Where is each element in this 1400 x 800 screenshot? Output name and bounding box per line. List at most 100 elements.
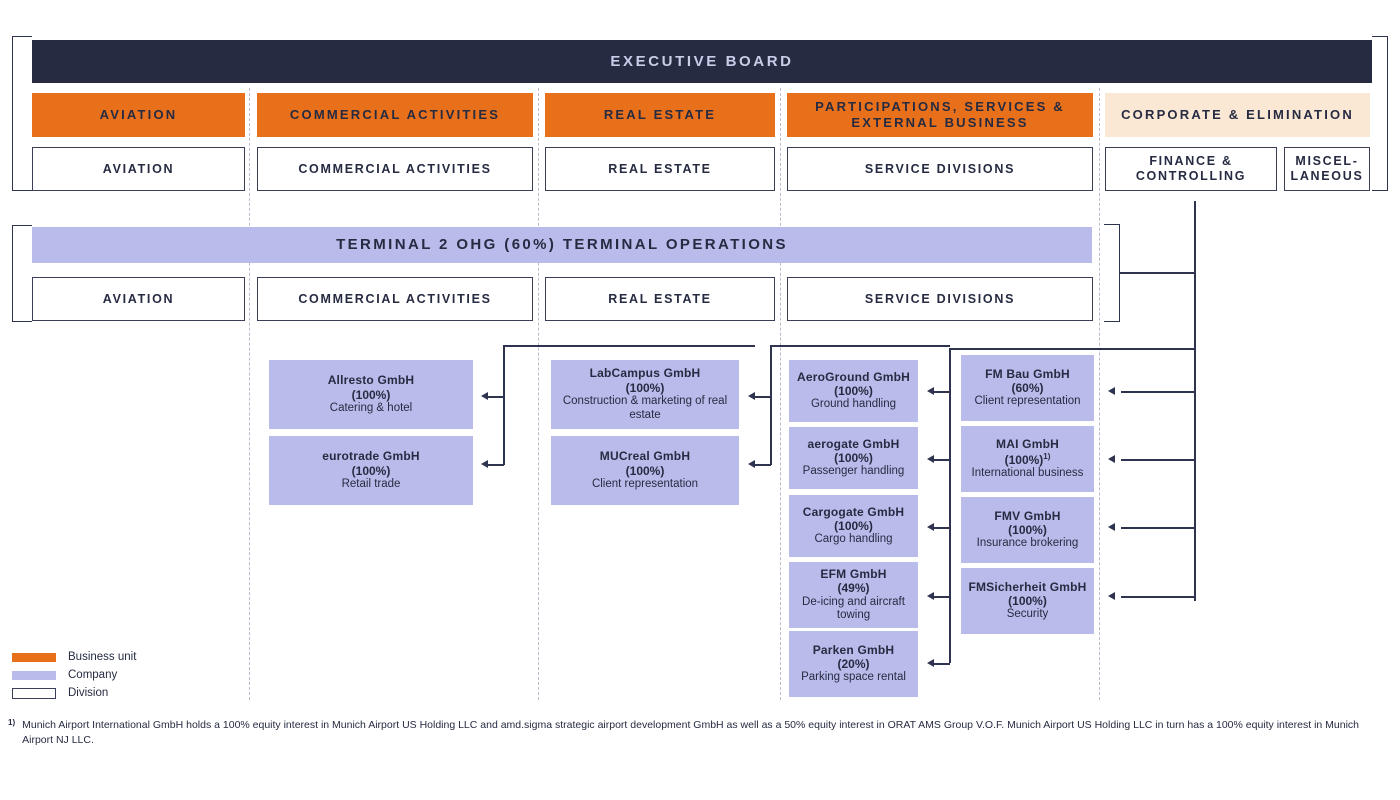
company-percent: (100%) [351, 463, 391, 478]
realestate-branch-stem [770, 345, 772, 465]
terminal2-ohg-bar: TERMINAL 2 OHG (60%) TERMINAL OPERATIONS [32, 227, 1092, 263]
arrow-line-allresto [488, 396, 504, 398]
realestate-branch-top [770, 345, 950, 347]
arrow-head-eurotrade [481, 459, 488, 468]
arrow-line-cargogate [934, 527, 950, 529]
company-fm-bau[interactable]: FM Bau GmbH (60%) Client representation [961, 355, 1094, 421]
company-name: LabCampus GmbH [589, 366, 701, 381]
division-finance-controlling[interactable]: FINANCE & CONTROLLING [1105, 147, 1277, 191]
company-efm[interactable]: EFM GmbH (49%) De-icing and aircraft tow… [789, 562, 918, 628]
company-percent: (100%) [625, 463, 665, 478]
division-label: AVIATION [102, 291, 175, 306]
company-mai[interactable]: MAI GmbH (100%)1) International business [961, 426, 1094, 492]
t2-division-commercial-activities[interactable]: COMMERCIAL ACTIVITIES [257, 277, 533, 321]
company-percent: (100%)1) [1005, 452, 1051, 467]
division-commercial-activities[interactable]: COMMERCIAL ACTIVITIES [257, 147, 533, 191]
arrow-head-efm [927, 591, 934, 600]
main-trunk-line [1194, 201, 1196, 601]
business-unit-label: AVIATION [99, 107, 178, 123]
division-label: SERVICE DIVISIONS [864, 291, 1016, 306]
division-service-divisions[interactable]: SERVICE DIVISIONS [787, 147, 1093, 191]
company-allresto[interactable]: Allresto GmbH (100%) Catering & hotel [269, 360, 473, 429]
company-name: EFM GmbH [820, 566, 887, 581]
business-unit-aviation[interactable]: AVIATION [32, 93, 245, 137]
company-cargogate[interactable]: Cargogate GmbH (100%) Cargo handling [789, 495, 918, 557]
arrow-head-labcampus [748, 391, 755, 400]
arrow-head-fmv [1108, 522, 1115, 531]
business-unit-corporate-elimination[interactable]: CORPORATE & ELIMINATION [1105, 93, 1370, 137]
executive-board-bar: EXECUTIVE BOARD [32, 40, 1372, 83]
division-label: FINANCE & CONTROLLING [1135, 154, 1247, 183]
column-separator-4 [1099, 88, 1100, 700]
division-miscellaneous[interactable]: MISCEL- LANEOUS [1284, 147, 1370, 191]
group-bracket-right-top [1372, 36, 1388, 191]
arrow-line-mai [1121, 459, 1195, 461]
arrow-line-efm [934, 596, 950, 598]
arrow-line-fmsicherheit [1121, 596, 1195, 598]
terminal2-label: TERMINAL 2 OHG (60%) TERMINAL OPERATIONS [336, 236, 788, 253]
business-unit-participations[interactable]: PARTICIPATIONS, SERVICES & EXTERNAL BUSI… [787, 93, 1093, 137]
company-name: eurotrade GmbH [322, 449, 420, 464]
arrow-line-aerogate [934, 459, 950, 461]
company-name: Allresto GmbH [327, 373, 415, 388]
company-fmv[interactable]: FMV GmbH (100%) Insurance brokering [961, 497, 1094, 563]
arrow-head-aerogate [927, 454, 934, 463]
division-label: COMMERCIAL ACTIVITIES [298, 291, 492, 306]
column-separator-3 [780, 88, 781, 700]
division-aviation[interactable]: AVIATION [32, 147, 245, 191]
legend-item-business-unit: Business unit [12, 648, 136, 666]
division-label: COMMERCIAL ACTIVITIES [298, 161, 492, 176]
company-description: Cargo handling [814, 533, 893, 546]
arrow-line-labcampus [755, 396, 771, 398]
company-labcampus[interactable]: LabCampus GmbH (100%) Construction & mar… [551, 360, 739, 429]
trunk-to-terminal2-connector [1119, 272, 1196, 274]
commercial-branch-stem [503, 345, 505, 465]
group-bracket-top [12, 36, 32, 191]
company-description: Insurance brokering [976, 537, 1079, 550]
executive-board-label: EXECUTIVE BOARD [610, 52, 794, 70]
t2-division-real-estate[interactable]: REAL ESTATE [545, 277, 775, 321]
t2-division-aviation[interactable]: AVIATION [32, 277, 245, 321]
arrow-head-parken [927, 658, 934, 667]
company-parken[interactable]: Parken GmbH (20%) Parking space rental [789, 631, 918, 697]
terminal2-right-bracket [1104, 224, 1120, 322]
company-description: Security [1006, 608, 1049, 621]
company-percent: (60%) [1011, 381, 1044, 396]
services-a-branch-top [949, 348, 1195, 350]
legend-label: Business unit [68, 651, 137, 663]
company-eurotrade[interactable]: eurotrade GmbH (100%) Retail trade [269, 436, 473, 505]
arrow-head-cargogate [927, 522, 934, 531]
company-percent: (100%) [834, 451, 873, 466]
company-description: Passenger handling [802, 465, 905, 478]
division-label: AVIATION [102, 161, 175, 176]
company-percent: (49%) [837, 581, 870, 596]
company-description: De-icing and aircraft towing [802, 595, 905, 622]
company-aeroground[interactable]: AeroGround GmbH (100%) Ground handling [789, 360, 918, 422]
company-percent-value: (100%) [1004, 452, 1044, 467]
footnote-marker: 1) [8, 718, 16, 727]
company-mucreal[interactable]: MUCreal GmbH (100%) Client representatio… [551, 436, 739, 505]
legend-swatch-company [12, 670, 56, 680]
arrow-line-eurotrade [488, 464, 504, 466]
legend-swatch-division [12, 687, 56, 699]
division-real-estate[interactable]: REAL ESTATE [545, 147, 775, 191]
commercial-branch-top [503, 345, 755, 347]
company-name: FMSicherheit GmbH [968, 579, 1087, 594]
company-percent: (100%) [834, 519, 873, 534]
company-name: FM Bau GmbH [985, 366, 1070, 381]
t2-division-service-divisions[interactable]: SERVICE DIVISIONS [787, 277, 1093, 321]
company-fmsicherheit[interactable]: FMSicherheit GmbH (100%) Security [961, 568, 1094, 634]
arrow-head-allresto [481, 391, 488, 400]
legend-item-division: Division [12, 684, 136, 702]
company-name: aerogate GmbH [807, 436, 900, 451]
business-unit-real-estate[interactable]: REAL ESTATE [545, 93, 775, 137]
arrow-line-fmv [1121, 527, 1195, 529]
company-description: Ground handling [810, 398, 897, 411]
company-aerogate[interactable]: aerogate GmbH (100%) Passenger handling [789, 427, 918, 489]
services-a-branch-stem [949, 348, 951, 663]
arrow-line-aeroground [934, 391, 950, 393]
business-unit-commercial-activities[interactable]: COMMERCIAL ACTIVITIES [257, 93, 533, 137]
column-separator-2 [538, 88, 539, 700]
legend: Business unit Company Division [12, 648, 136, 702]
